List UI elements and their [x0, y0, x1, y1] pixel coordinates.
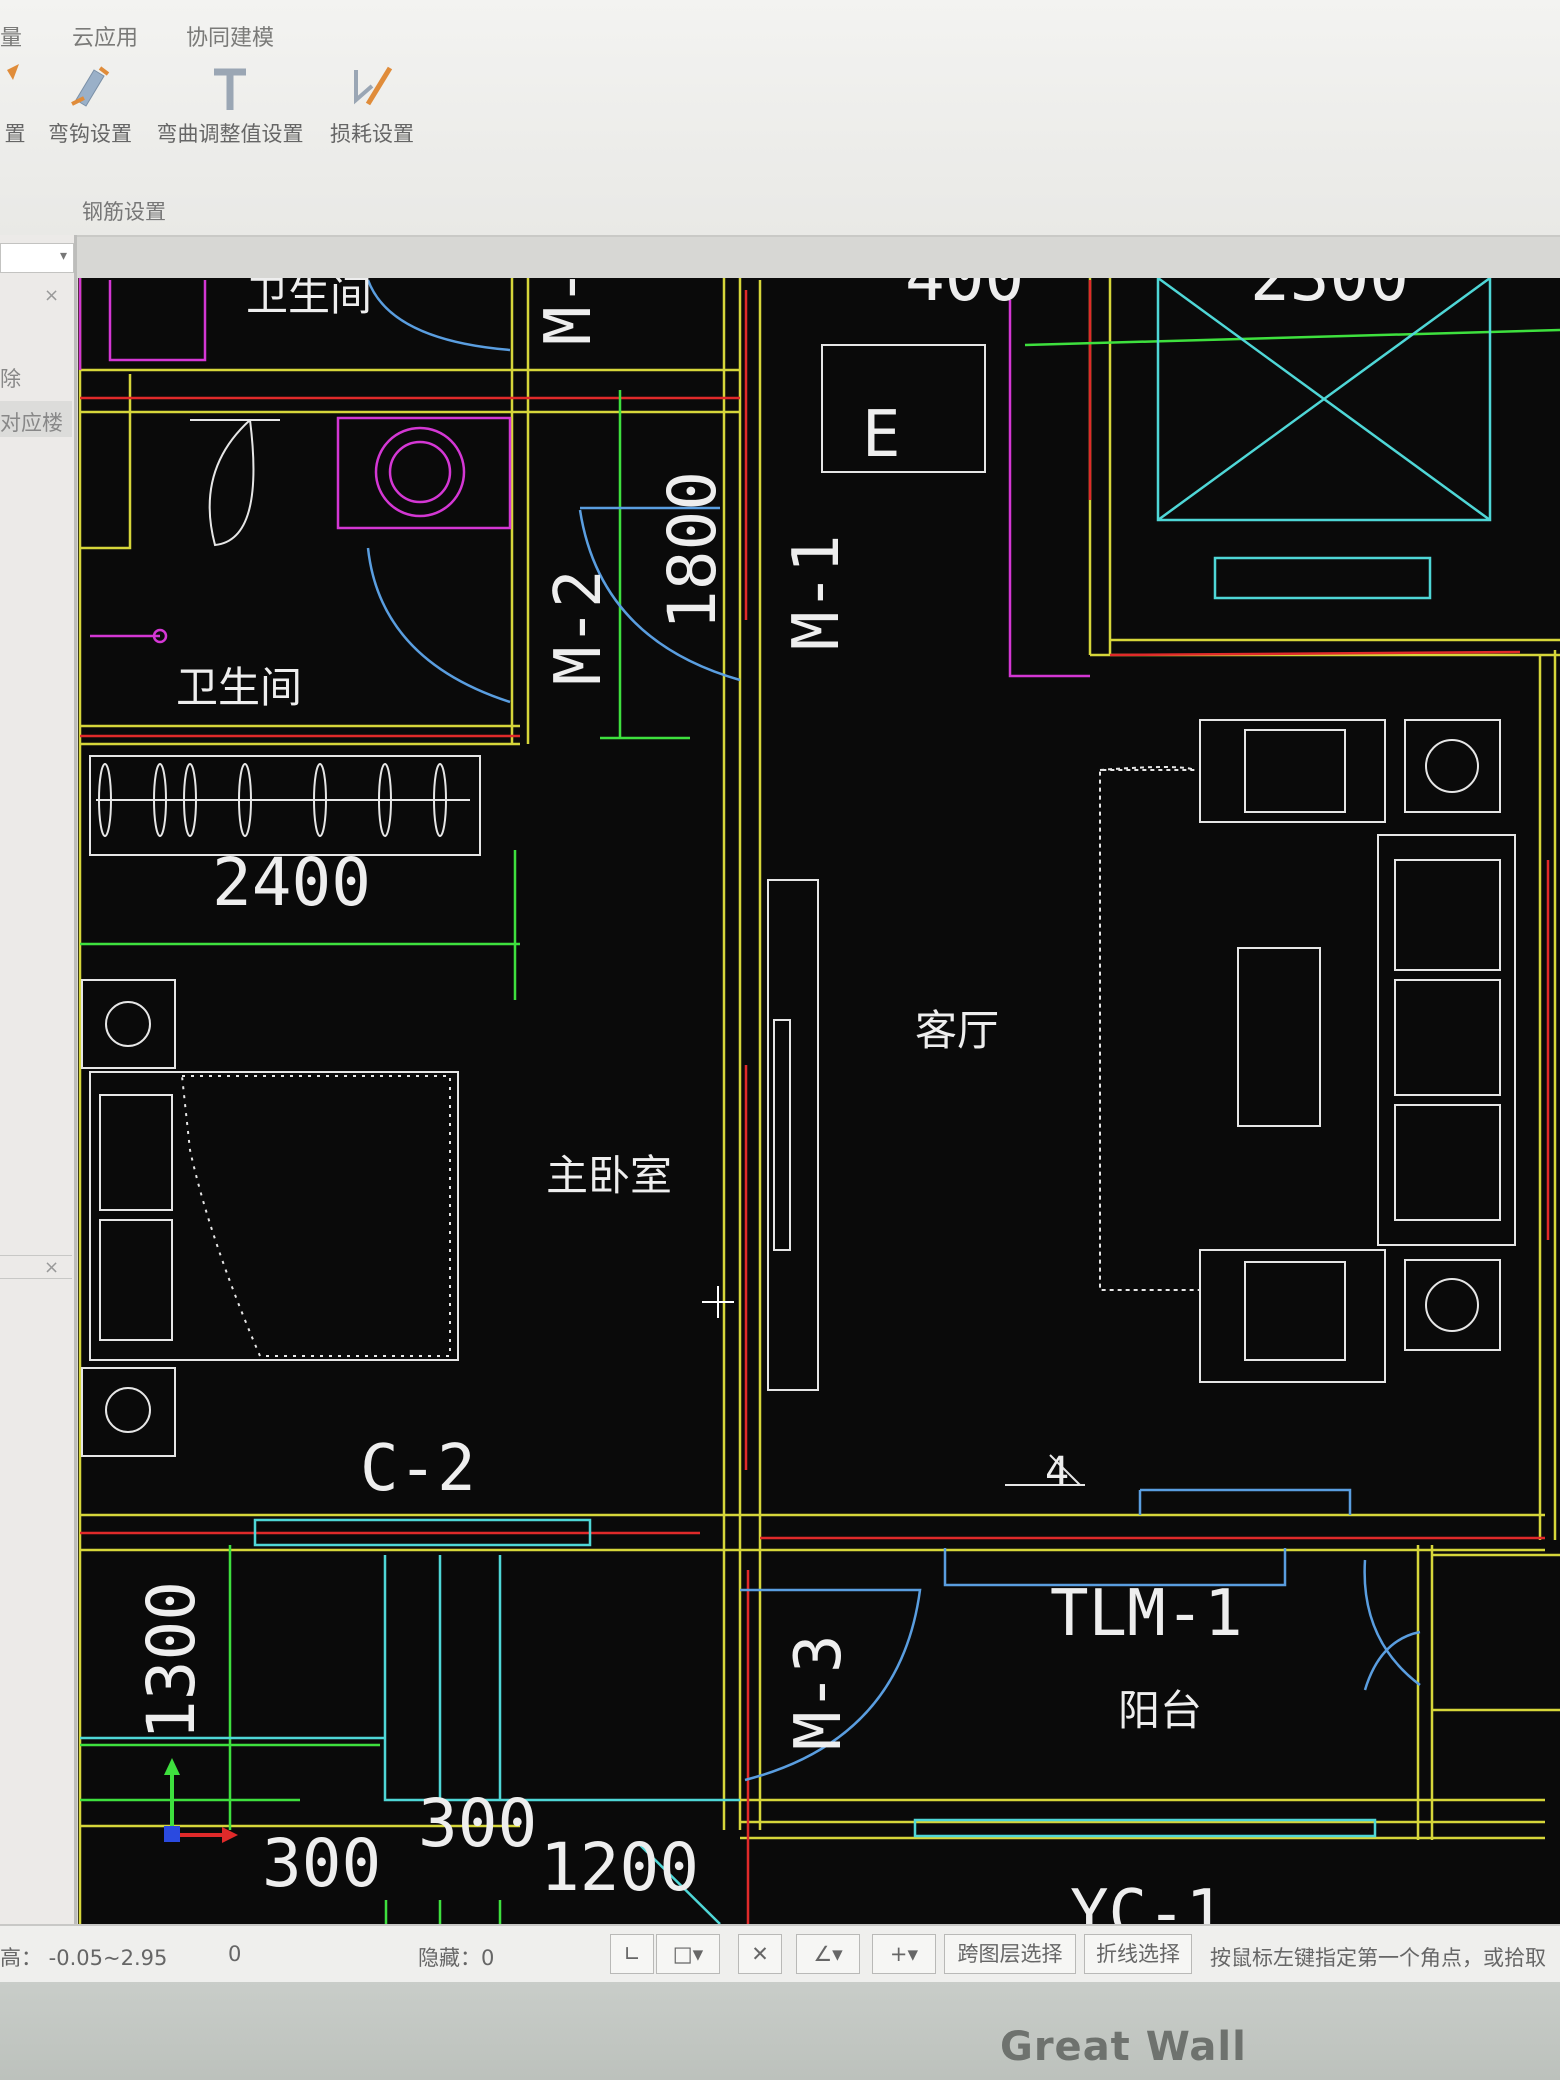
zero-value: 0 [228, 1942, 242, 1966]
command-prompt: 按鼠标左键指定第一个角点，或拾取 [1210, 1946, 1546, 1970]
close-icon[interactable]: × [44, 1257, 60, 1278]
door-lines [366, 279, 1421, 1782]
left-side-panel: ▾ × 除 对应楼 × [0, 235, 77, 1925]
door-tag: M-2 [542, 569, 616, 685]
dimension-label: 1800 [654, 471, 731, 630]
dimension-label: 300 [418, 1785, 537, 1862]
panel-item-row [0, 401, 72, 437]
panel-divider [0, 1255, 72, 1279]
chevron-down-icon: ▾ [59, 248, 67, 264]
door-tag: M-2 [532, 278, 606, 345]
bend-adjust-settings-button[interactable]: 弯曲调整值设置 [150, 60, 310, 148]
monitor-bezel: Great Wall [0, 1982, 1560, 2080]
dimension-label: 400 [905, 278, 1024, 316]
rebar-settings-group-label: 钢筋设置 [82, 200, 166, 224]
settings-icon [7, 64, 19, 80]
cad-drawing-canvas[interactable]: 卫生间 卫生间 主卧室 客厅 阳台 400 2300 1800 2400 130… [78, 278, 1560, 1924]
tool-label: 弯曲调整值设置 [156, 122, 304, 146]
settings-tool-button[interactable]: 置 [0, 60, 30, 148]
tool-label: 损耗设置 [330, 122, 414, 146]
monitor-brand-logo: Great Wall [1000, 2024, 1247, 2070]
snap-cross-icon[interactable]: ✕ [738, 1934, 782, 1974]
cross-layer-select-button[interactable]: 跨图层选择 [944, 1934, 1076, 1974]
panel-item-delete[interactable]: 除 [0, 367, 21, 391]
dimension-label: 1300 [133, 1581, 210, 1740]
dimension-label: 300 [262, 1825, 381, 1902]
polyline-select-button[interactable]: 折线选择 [1084, 1934, 1192, 1974]
dimension-lines [80, 328, 1560, 1924]
room-label: 卫生间 [176, 663, 302, 712]
room-label: 阳台 [1118, 1686, 1202, 1735]
window-tag: C-2 [360, 1432, 476, 1506]
room-label: 主卧室 [546, 1151, 672, 1200]
door-tag: M-1 [780, 534, 854, 650]
floor-plan: 卫生间 卫生间 主卧室 客厅 阳台 400 2300 1800 2400 130… [78, 278, 1560, 1924]
dimension-label: 1200 [540, 1829, 699, 1906]
tool-label: 置 [4, 122, 26, 146]
room-label: 客厅 [915, 1006, 999, 1055]
tool-label: 弯钩设置 [48, 122, 132, 146]
marker-tag: 4 [1045, 1449, 1069, 1495]
door-tag: M-3 [782, 1634, 856, 1750]
dimension-label: 2300 [1250, 278, 1409, 316]
panel-item-floor[interactable]: 对应楼 [0, 411, 63, 435]
window-lines [80, 278, 1492, 1924]
tab-cloud-apps[interactable]: 云应用 [72, 26, 139, 51]
magenta-fixtures [78, 278, 1090, 678]
loss-settings-button[interactable]: 损耗设置 [324, 60, 420, 148]
dimension-label: 2400 [212, 844, 371, 921]
dynamic-input-icon[interactable]: +▾ [872, 1934, 936, 1974]
tab-quantity[interactable]: 量 [0, 26, 23, 51]
angle-tool-icon[interactable]: ∠▾ [796, 1934, 860, 1974]
hook-icon [71, 66, 110, 107]
loss-icon [354, 66, 393, 106]
room-label: 卫生间 [246, 278, 372, 320]
furniture-outlines [81, 344, 1516, 1486]
elevator-tag: E [862, 398, 901, 472]
ucs-axis-icon [164, 1758, 238, 1843]
tab-collab-modeling[interactable]: 协同建模 [186, 26, 275, 51]
bend-adjust-icon [214, 68, 246, 110]
crosshair-cursor [702, 1286, 734, 1318]
panel-dropdown[interactable]: ▾ [0, 243, 74, 273]
status-bar: 高： -0.05~2.95 0 隐藏：0 ∟ □▾ ✕ ∠▾ +▾ 跨图层选择 … [0, 1924, 1560, 1984]
hidden-count: 隐藏：0 [418, 1946, 495, 1970]
ribbon-toolbar: 量 云应用 协同建模 置 弯钩设置 弯曲调整值设置 损耗设置 钢筋设置 [0, 0, 1560, 237]
window-tag: YC-1 [1070, 1877, 1224, 1924]
object-snap-icon[interactable]: □▾ [656, 1934, 720, 1974]
wall-lines [78, 278, 1560, 1924]
close-icon[interactable]: × [44, 285, 60, 306]
elevation-range: 高： -0.05~2.95 [0, 1946, 168, 1970]
door-tag: TLM-1 [1050, 1577, 1243, 1651]
ortho-icon[interactable]: ∟ [610, 1934, 654, 1974]
hook-settings-button[interactable]: 弯钩设置 [42, 60, 138, 148]
axis-lines [80, 280, 1550, 1924]
